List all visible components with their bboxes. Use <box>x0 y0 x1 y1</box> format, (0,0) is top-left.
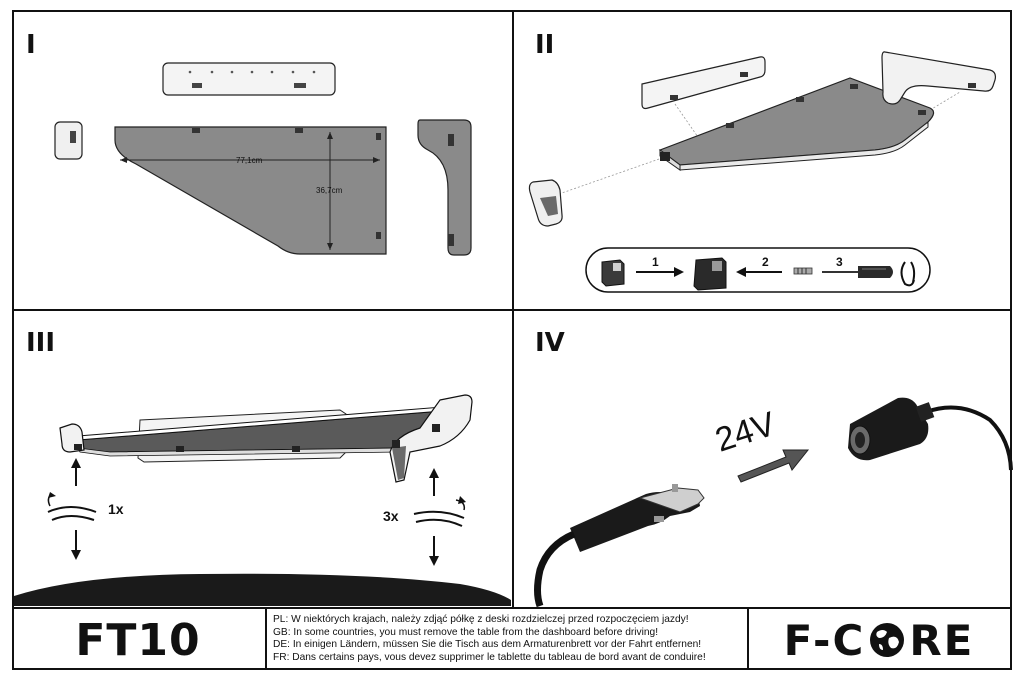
left-clip-part <box>54 121 83 160</box>
clip-part-open <box>601 259 625 287</box>
rotation-right-count: 3x <box>383 508 399 524</box>
brand-logo: F-C RE <box>750 612 1008 668</box>
left-adjust-arrows <box>47 458 97 560</box>
mounted-table-side-view <box>59 394 473 483</box>
warning-de: DE: In einigen Ländern, müssen Sie die T… <box>273 639 702 651</box>
clip-steps-box: 1 2 3 <box>585 247 931 293</box>
width-dimension: 77,1cm <box>236 156 263 165</box>
cigarette-plug-icon <box>534 484 705 608</box>
socket-icon <box>848 397 1013 471</box>
warning-text-block: PL: W niektórych krajach, należy zdjąć p… <box>270 614 746 668</box>
direction-arrow <box>737 449 810 483</box>
step-1-label: 1 <box>652 255 659 269</box>
screw-icon <box>793 267 813 275</box>
warning-fr: FR: Dans certains pays, vous devez suppr… <box>273 651 706 663</box>
panel-3-number: III <box>26 328 56 358</box>
assembly-view <box>528 51 997 227</box>
panel-1-number: I <box>26 30 36 60</box>
voltage-label: 24V <box>711 405 781 460</box>
arrow-step-2 <box>736 267 746 277</box>
brand-text-right: RE <box>909 615 975 665</box>
step-3-label: 3 <box>836 255 843 269</box>
dashboard-silhouette <box>14 573 511 606</box>
panel-2-number: II <box>535 30 555 60</box>
panel-4-number: IV <box>535 328 565 358</box>
step-2-label: 2 <box>762 255 769 269</box>
arrow-step-1 <box>674 267 684 277</box>
brand-text-left: F-C <box>783 615 866 665</box>
screwdriver-icon <box>822 266 893 278</box>
rotation-left-count: 1x <box>108 501 124 517</box>
rotate-icon <box>900 261 916 287</box>
table-top-plan: 77,1cm 36,7cm <box>114 126 387 255</box>
model-number: FT10 <box>75 614 201 666</box>
height-dimension: 36,7cm <box>316 186 343 195</box>
globe-icon <box>870 623 905 657</box>
clip-part-closed <box>693 257 727 291</box>
warning-gb: GB: In some countries, you must remove t… <box>273 626 659 638</box>
warning-pl: PL: W niektórych krajach, należy zdjąć p… <box>273 614 689 625</box>
right-support-part <box>417 119 472 256</box>
rear-bracket-bar <box>162 62 336 96</box>
right-adjust-arrows <box>413 468 466 566</box>
